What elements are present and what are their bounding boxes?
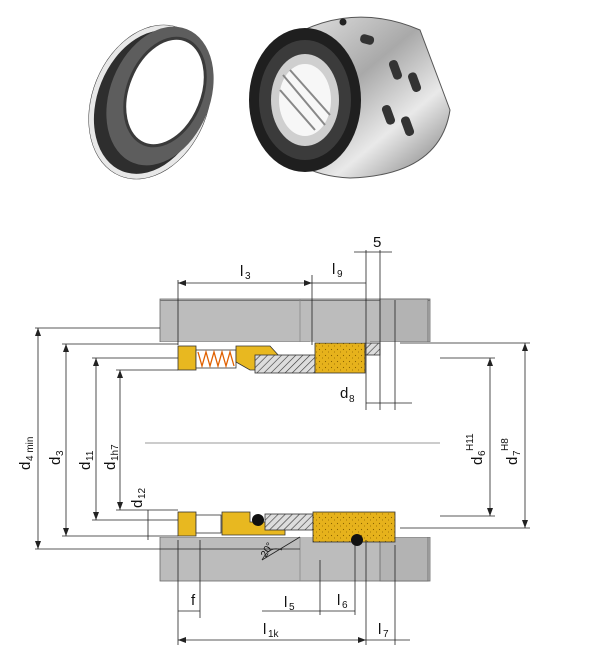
dimension-lines bbox=[35, 250, 530, 645]
svg-text:11: 11 bbox=[85, 450, 96, 461]
svg-text:d: d bbox=[129, 500, 146, 508]
label-d8-sub: 8 bbox=[349, 394, 355, 405]
label-d12: d 12 bbox=[129, 487, 148, 508]
label-d8: d bbox=[340, 385, 348, 402]
svg-text:12: 12 bbox=[137, 487, 148, 499]
svg-text:d: d bbox=[17, 462, 34, 470]
svg-text:d: d bbox=[504, 457, 521, 465]
label-l1k: l bbox=[263, 621, 266, 638]
svg-text:3: 3 bbox=[55, 450, 66, 456]
label-dim-5: 5 bbox=[373, 234, 381, 251]
label-l9: l bbox=[332, 261, 335, 278]
svg-text:d: d bbox=[102, 462, 119, 470]
label-l5: l bbox=[284, 594, 287, 611]
svg-text:7: 7 bbox=[512, 450, 523, 456]
svg-text:d: d bbox=[469, 457, 486, 465]
shaft-area bbox=[145, 342, 440, 537]
label-d3: d 3 bbox=[47, 450, 66, 465]
label-l7: l bbox=[378, 621, 381, 638]
label-l5-sub: 5 bbox=[289, 602, 295, 613]
label-l6: l bbox=[337, 592, 340, 609]
svg-text:H11: H11 bbox=[465, 433, 476, 451]
label-d6: d 6 H11 bbox=[465, 433, 488, 465]
housing-section bbox=[159, 298, 431, 582]
label-l3-sub: 3 bbox=[245, 271, 251, 282]
label-d4: d 4 min bbox=[17, 437, 36, 470]
dimension-labels: 5 l 3 l 9 d 4 min d 3 d 11 d 1h7 d 12 d … bbox=[17, 234, 523, 640]
label-d7: d 7 H8 bbox=[500, 438, 523, 465]
svg-text:d: d bbox=[77, 462, 94, 470]
svg-text:4 min: 4 min bbox=[25, 437, 36, 461]
label-f: f bbox=[191, 592, 196, 609]
stationary-ring-photo bbox=[88, 24, 214, 180]
lower-seal-section bbox=[177, 511, 396, 546]
label-l9-sub: 9 bbox=[337, 269, 343, 280]
label-d11: d 11 bbox=[77, 450, 96, 470]
seal-head-photo bbox=[249, 16, 451, 179]
label-l1k-sub: 1k bbox=[268, 629, 280, 640]
label-l3: l bbox=[240, 263, 243, 280]
svg-text:d: d bbox=[47, 457, 64, 465]
svg-text:H8: H8 bbox=[500, 438, 511, 451]
label-d1h7: d 1h7 bbox=[102, 444, 121, 470]
upper-seal-section bbox=[177, 342, 381, 374]
label-l6-sub: 6 bbox=[342, 600, 348, 611]
label-l7-sub: 7 bbox=[383, 629, 389, 640]
svg-text:6: 6 bbox=[477, 450, 488, 456]
arrowheads bbox=[35, 280, 528, 643]
svg-text:1h7: 1h7 bbox=[110, 444, 121, 461]
